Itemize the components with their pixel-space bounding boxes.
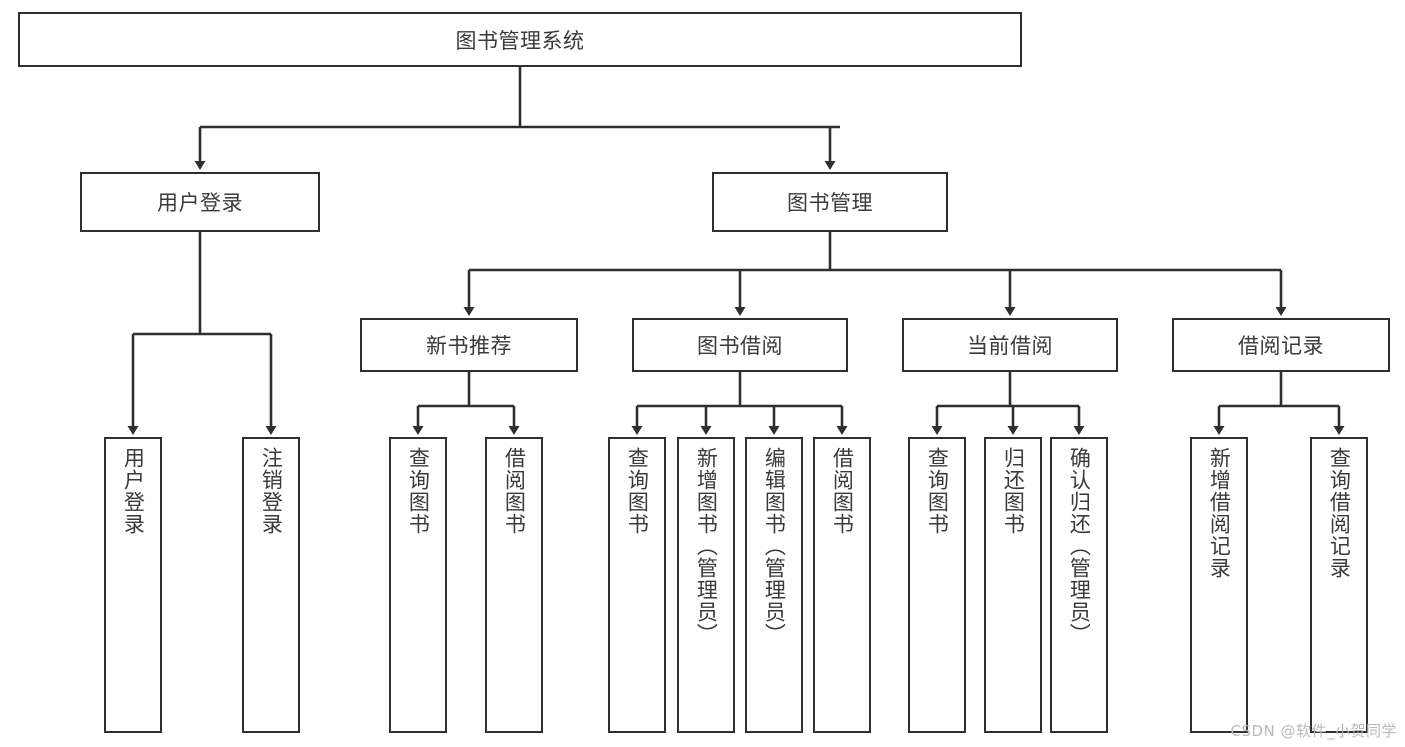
node-label: 图书借阅 (697, 334, 783, 358)
leaf-add-borrow-record[interactable]: 新增借阅记录 (1190, 437, 1248, 733)
node-label: 新书推荐 (426, 334, 512, 358)
leaf-user-login[interactable]: 用户登录 (104, 437, 162, 733)
watermark: CSDN @软件_小贺同学 (1230, 722, 1397, 740)
leaf-query-book-borrow[interactable]: 查询图书 (608, 437, 666, 733)
node-user-login[interactable]: 用户登录 (80, 172, 320, 232)
node-borrow-record[interactable]: 借阅记录 (1172, 318, 1390, 372)
leaf-label: 查询借阅记录 (1327, 447, 1352, 579)
leaf-query-book-current[interactable]: 查询图书 (908, 437, 966, 733)
leaf-label: 借阅图书 (830, 447, 855, 535)
leaf-query-book-recommend[interactable]: 查询图书 (389, 437, 447, 733)
leaf-label: 归还图书 (1001, 447, 1026, 535)
node-label: 图书管理 (787, 191, 873, 215)
leaf-query-borrow-record[interactable]: 查询借阅记录 (1310, 437, 1368, 733)
node-book-management[interactable]: 图书管理 (712, 172, 948, 232)
node-label: 图书管理系统 (455, 28, 585, 53)
node-label: 借阅记录 (1238, 334, 1324, 358)
leaf-label: 查询图书 (625, 447, 650, 535)
node-book-borrow[interactable]: 图书借阅 (632, 318, 848, 372)
leaf-label: 查询图书 (406, 447, 431, 535)
leaf-borrow-book[interactable]: 借阅图书 (813, 437, 871, 733)
leaf-label: 用户登录 (121, 447, 146, 535)
leaf-label: 确认归还（管理员） (1067, 447, 1092, 645)
leaf-label: 查询图书 (925, 447, 950, 535)
node-label: 当前借阅 (967, 334, 1053, 358)
leaf-label: 借阅图书 (502, 447, 527, 535)
leaf-return-book[interactable]: 归还图书 (984, 437, 1042, 733)
leaf-add-book-admin[interactable]: 新增图书（管理员） (677, 437, 735, 733)
leaf-label: 注销登录 (259, 447, 284, 535)
leaf-borrow-book-recommend[interactable]: 借阅图书 (485, 437, 543, 733)
leaf-label: 新增图书（管理员） (694, 447, 719, 645)
leaf-confirm-return-admin[interactable]: 确认归还（管理员） (1050, 437, 1108, 733)
leaf-label: 编辑图书（管理员） (762, 447, 787, 645)
node-label: 用户登录 (157, 191, 243, 215)
leaf-user-logout[interactable]: 注销登录 (242, 437, 300, 733)
node-current-borrow[interactable]: 当前借阅 (902, 318, 1118, 372)
leaf-label: 新增借阅记录 (1207, 447, 1232, 579)
node-new-book-recommend[interactable]: 新书推荐 (360, 318, 578, 372)
node-root[interactable]: 图书管理系统 (18, 12, 1022, 67)
leaf-edit-book-admin[interactable]: 编辑图书（管理员） (745, 437, 803, 733)
